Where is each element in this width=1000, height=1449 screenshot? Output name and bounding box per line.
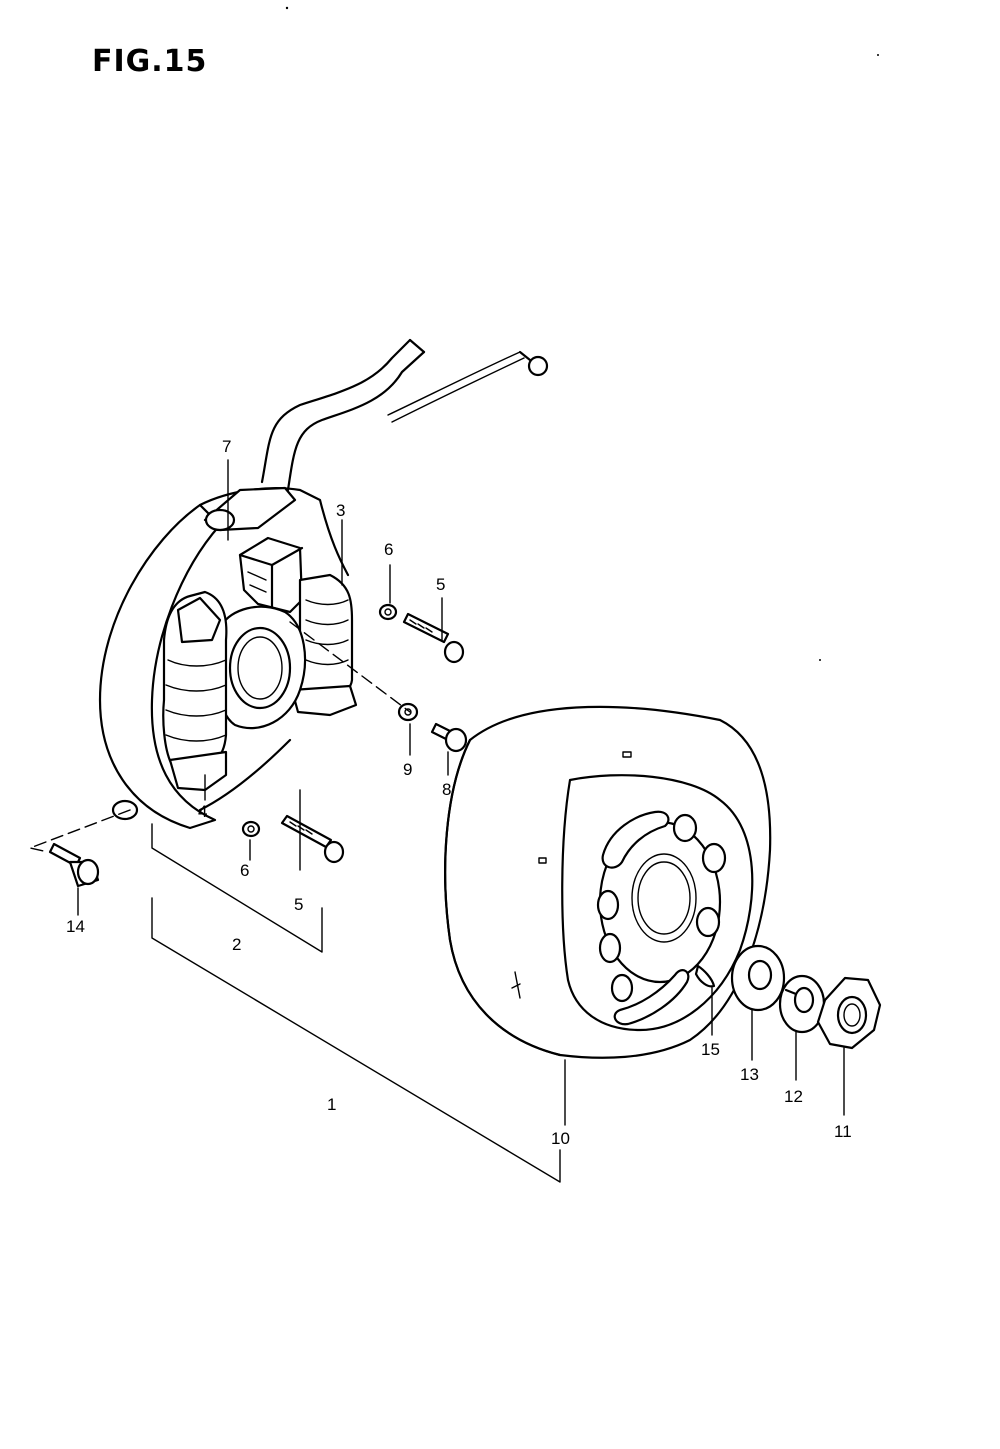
callout-6-upper: 6 bbox=[384, 540, 393, 559]
leader-lines bbox=[29, 459, 845, 1126]
callout-11: 11 bbox=[834, 1122, 852, 1141]
stator-base-plate bbox=[98, 503, 222, 830]
screw-short bbox=[430, 722, 468, 753]
screw-upper bbox=[402, 612, 465, 664]
screw-lower bbox=[280, 814, 345, 864]
callout-15: 15 bbox=[701, 1040, 720, 1059]
plate-slot bbox=[111, 799, 139, 821]
group-bracket-2 bbox=[151, 823, 323, 953]
lock-washer-upper bbox=[378, 603, 398, 621]
callout-8: 8 bbox=[442, 780, 451, 799]
callout-6-lower: 6 bbox=[240, 861, 249, 880]
callout-7: 7 bbox=[222, 437, 231, 456]
callout-12: 12 bbox=[784, 1087, 803, 1106]
figure-title: FIG.15 bbox=[92, 44, 208, 79]
callout-2: 2 bbox=[232, 935, 241, 954]
lock-washer-middle bbox=[397, 702, 419, 722]
callout-1: 1 bbox=[327, 1095, 336, 1114]
flat-washer bbox=[730, 944, 786, 1012]
stator-center-boss bbox=[214, 605, 307, 730]
callout-4: 4 bbox=[198, 802, 207, 821]
charging-coil bbox=[290, 573, 358, 717]
callout-10: 10 bbox=[551, 1129, 570, 1148]
callout-9: 9 bbox=[403, 760, 412, 779]
wiring-harness bbox=[260, 338, 549, 492]
terminal-connector-icon bbox=[527, 355, 549, 377]
group-bracket-1 bbox=[151, 897, 561, 1183]
plate-screw bbox=[48, 842, 100, 888]
flywheel-rotor bbox=[444, 705, 772, 1059]
callout-5-upper: 5 bbox=[436, 575, 445, 594]
pickup-coil bbox=[238, 536, 304, 620]
woodruff-key bbox=[694, 964, 716, 988]
lock-washer-lower bbox=[241, 820, 261, 838]
spring-washer bbox=[778, 974, 826, 1034]
stator-assembly bbox=[98, 338, 549, 830]
source-coil bbox=[162, 590, 228, 792]
callout-5-lower: 5 bbox=[294, 895, 303, 914]
callout-3: 3 bbox=[336, 501, 345, 520]
hex-nut bbox=[816, 976, 882, 1050]
callout-13: 13 bbox=[740, 1065, 759, 1084]
callout-14: 14 bbox=[66, 917, 85, 936]
